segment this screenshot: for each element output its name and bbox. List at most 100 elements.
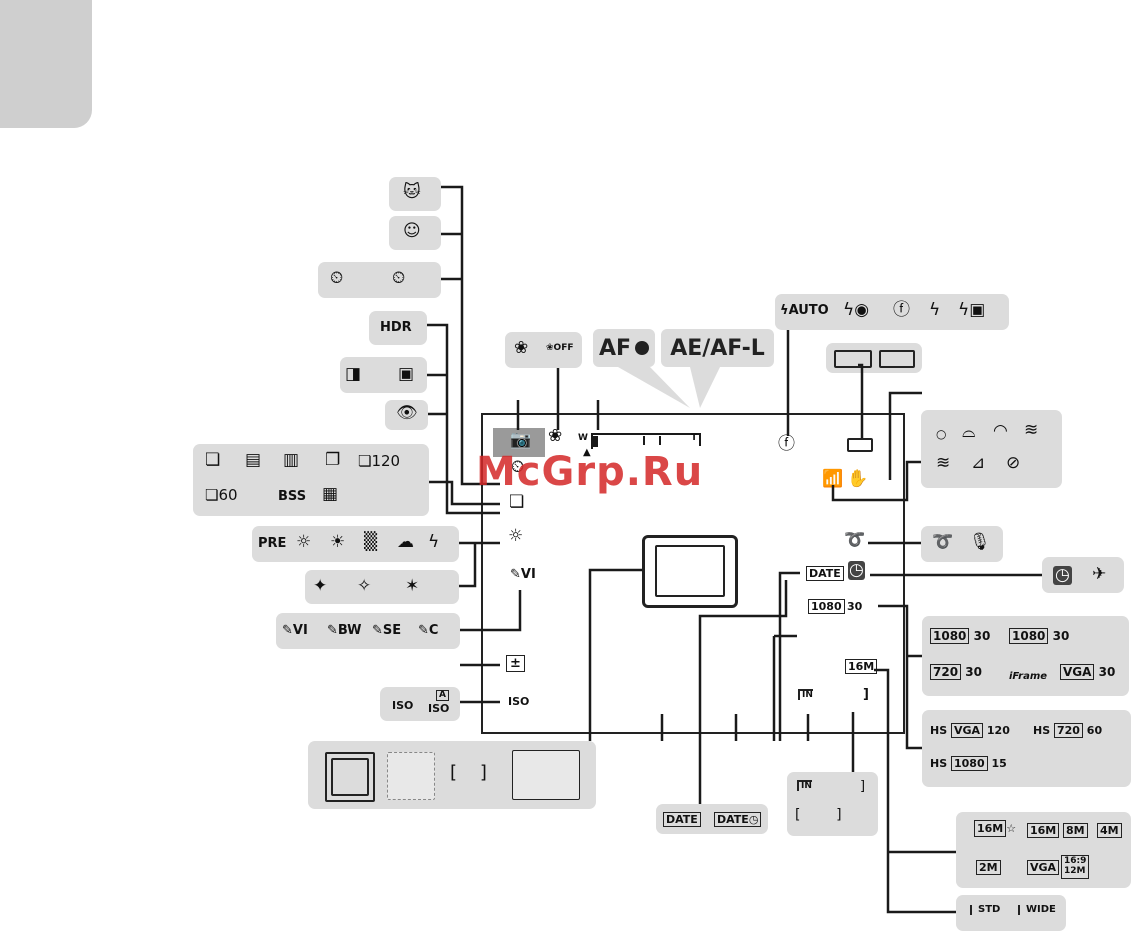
hdr-label: HDR xyxy=(380,320,412,335)
af-area-wide-icon xyxy=(512,750,580,800)
panel-iso xyxy=(380,687,460,721)
movie-1080-30-b: 1080 30 xyxy=(1009,628,1069,644)
vr-audio-icon: 🎙 xyxy=(969,532,991,552)
effect-se-label: SE xyxy=(382,623,402,638)
wifi-4-icon: ≋ xyxy=(936,453,951,473)
wb-incandescent-icon: ☀ xyxy=(330,532,346,552)
date-stamp-date: DATE xyxy=(663,812,701,827)
memory-bracket-lcd: ] xyxy=(863,687,869,702)
watermark: McGrp.Ru xyxy=(476,449,704,495)
color-effect-label: VI xyxy=(520,567,536,582)
macro-off-text: OFF xyxy=(553,343,574,353)
panel-battery xyxy=(826,343,922,373)
panel-movie-vr xyxy=(956,895,1066,931)
flash-fill-icon: ϟ xyxy=(929,300,941,320)
wb-fluorescent-icon: ▒ xyxy=(364,532,378,552)
self-timer-2s-icon: ⏲ xyxy=(392,268,406,288)
macro-on-icon: ❀ xyxy=(514,338,529,358)
continuous-h-icon: ❏ xyxy=(205,450,221,470)
iso-auto-label: ISO xyxy=(428,702,450,715)
size-4m: 4M xyxy=(1097,823,1122,838)
scene-backlight-icon: ◨ xyxy=(345,364,362,384)
wifi-1-icon: ⌓ xyxy=(962,422,976,442)
scene-pet-icon: ▣ xyxy=(398,364,415,384)
hs-vga-120: HS VGA 120 xyxy=(930,723,1010,738)
flash-off-icon: ⓕ xyxy=(893,300,910,320)
hs-1080-text: 1080 xyxy=(950,756,988,771)
world-home-icon: ◷ xyxy=(1053,565,1072,585)
self-timer-icon: ⏲ xyxy=(511,457,525,477)
exposure-comp-icon: ± xyxy=(506,655,525,672)
panel-vr xyxy=(921,526,1003,562)
flash-auto-label: ϟAUTO xyxy=(780,303,829,318)
zoom-t-label: T xyxy=(691,433,698,443)
panel-macro xyxy=(505,332,582,368)
panel-wifi xyxy=(921,410,1062,488)
af-lock-bubble: AF xyxy=(593,329,655,367)
wb-pre-label: PRE xyxy=(258,536,287,551)
af-dot-icon xyxy=(635,341,650,355)
wb-flash-icon: ϟ xyxy=(428,532,440,552)
zoom-tick-2 xyxy=(659,436,661,445)
effect-bw: ✎BW xyxy=(327,623,362,638)
macro-off-label: ❀OFF xyxy=(546,343,574,353)
battery-indicator xyxy=(847,438,873,452)
movie-1080-30-a: 1080 30 xyxy=(930,628,991,644)
movie-30-a-text: 30 xyxy=(973,629,991,643)
hs-720-prefix: HS xyxy=(1033,724,1051,737)
panel-image-size xyxy=(956,812,1131,888)
flash-auto-text: AUTO xyxy=(788,303,829,318)
wifi-off-icon: ⊘ xyxy=(1006,453,1021,473)
iso-auto-top: A xyxy=(436,690,449,701)
shooting-mode-indicator xyxy=(493,428,545,457)
af-area-center-icon: [ ] xyxy=(450,762,487,783)
panel-color-effects xyxy=(276,613,460,649)
iso-label: ISO xyxy=(392,699,414,712)
wifi-3-icon: ≋ xyxy=(1024,420,1039,440)
size-16m-star-text: 16M xyxy=(974,820,1007,837)
continuous-60-value: 60 xyxy=(218,486,238,504)
effect-se: ✎SE xyxy=(372,623,402,638)
panel-continuous xyxy=(193,444,429,516)
camera-icon: 📷 xyxy=(510,430,532,450)
size-8m: 8M xyxy=(1063,823,1088,838)
pet-portrait-icon: 🐱 xyxy=(403,182,421,202)
wifi-0-icon: ○ xyxy=(936,427,947,441)
movie-vga-30-text: 30 xyxy=(1098,665,1116,679)
white-balance-icon: ☼ xyxy=(508,526,524,546)
panel-hs-movie xyxy=(922,710,1131,787)
effect-c: ✎C xyxy=(418,623,439,638)
panel-hdr xyxy=(369,311,427,345)
zoom-bar-right xyxy=(699,433,701,446)
continuous-60-label: ❏60 xyxy=(205,486,238,504)
iso-indicator: ISO xyxy=(508,695,530,708)
flash-indicator-icon: ⓕ xyxy=(778,434,795,454)
blink-warning-icon: 👁 xyxy=(396,403,418,423)
ae-af-lock-label: AE/AF-L xyxy=(670,335,765,361)
date-lcd-label: DATE xyxy=(806,566,844,581)
self-timer-10s-icon: ⏲ xyxy=(330,268,344,288)
image-size-lcd: 16M xyxy=(845,659,878,674)
chapter-tab xyxy=(0,0,92,128)
continuous-icon: ❏ xyxy=(509,492,525,512)
zoom-tick-1 xyxy=(643,436,645,445)
wb-cloudy-icon: ☁ xyxy=(397,532,414,552)
af-lock-label: AF xyxy=(598,335,632,361)
scene-effect-2-icon: ✧ xyxy=(357,576,372,596)
hs-1080-prefix: HS xyxy=(930,757,948,770)
effect-c-label: C xyxy=(428,623,439,638)
zoom-bar-line xyxy=(591,433,701,435)
macro-icon: ❀ xyxy=(548,426,563,446)
continuous-multi-icon: ❐ xyxy=(325,450,341,470)
date-stamp-datetime-text: DATE xyxy=(717,813,749,826)
size-169-text: 16:9 xyxy=(1064,856,1087,866)
flash-redeye-icon: ϟ◉ xyxy=(843,300,870,320)
color-effect-icon: ✎VI xyxy=(510,567,536,582)
memory-card-bracket: [ ] xyxy=(795,807,842,823)
movie-1080-lcd: 1080 xyxy=(808,599,845,614)
focus-area-inner xyxy=(655,545,725,597)
memory-internal-bracket: ] xyxy=(860,779,866,794)
size-16m: 16M xyxy=(1027,823,1060,838)
hs-720-60: HS 720 60 xyxy=(1033,723,1102,738)
